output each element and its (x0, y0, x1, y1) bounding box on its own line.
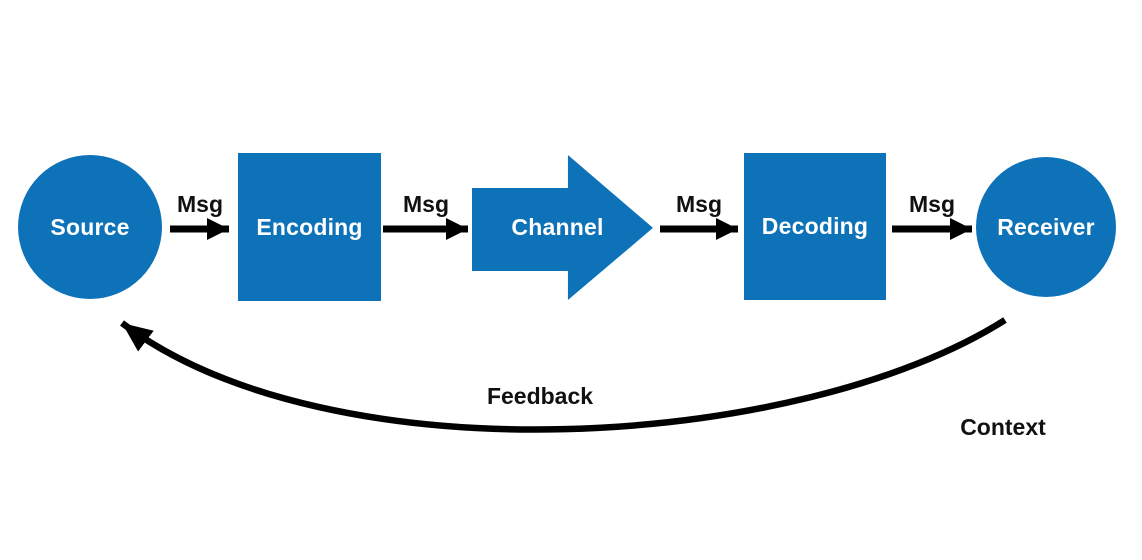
msg-label-2: Msg (403, 191, 449, 217)
node-receiver-label: Receiver (997, 213, 1095, 240)
node-channel: Channel (472, 155, 653, 300)
feedback-arrow (120, 317, 1007, 433)
context-label: Context (960, 414, 1046, 440)
msg-label-4: Msg (909, 191, 955, 217)
node-channel-label: Channel (511, 214, 604, 240)
node-decoding: Decoding (744, 153, 886, 300)
node-encoding: Encoding (238, 153, 381, 301)
node-receiver: Receiver (976, 157, 1116, 297)
node-source: Source (18, 155, 162, 299)
feedback-label: Feedback (486, 383, 594, 409)
node-decoding-label: Decoding (761, 213, 869, 239)
msg-label-1: Msg (177, 191, 223, 217)
node-source-label: Source (50, 213, 130, 240)
msg-label-3: Msg (676, 191, 722, 217)
node-encoding-label: Encoding (256, 213, 363, 240)
